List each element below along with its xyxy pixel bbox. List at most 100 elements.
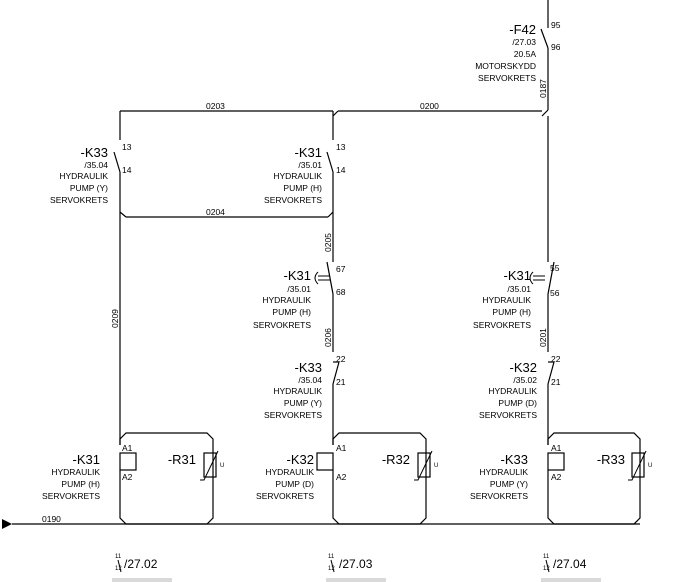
contact-arm	[113, 151, 121, 173]
contact-arm	[326, 261, 334, 295]
label-0205: 0205	[323, 233, 333, 252]
contact-line3: SERVOKRETS	[473, 320, 531, 330]
contact-line3: SERVOKRETS	[264, 410, 322, 420]
coil-frame	[119, 432, 214, 525]
contact-ref: /35.04	[298, 375, 322, 385]
xref-cut-bar	[112, 578, 172, 582]
xref-pin1: 11	[115, 554, 122, 560]
contact-pin2: 56	[550, 288, 560, 298]
coil-line1: HYDRAULIK	[51, 467, 100, 477]
contact-line2: PUMP (H)	[283, 183, 322, 193]
varistor-slash	[414, 450, 433, 481]
wire-0204-bend-right	[327, 211, 334, 218]
delay-symbol	[314, 271, 330, 285]
varistor-u: U	[220, 463, 224, 469]
varistor-u: U	[648, 463, 652, 469]
xref-k33[interactable]: 11 12 /27.04	[541, 554, 601, 582]
xref-k32[interactable]: 11 12 /27.03	[326, 554, 386, 582]
coil-k31-block: A1 A2 -K31 HYDRAULIK PUMP (H) SERVOKRETS…	[42, 432, 224, 525]
coil-line3: SERVOKRETS	[42, 491, 100, 501]
contact-pin2: 68	[336, 287, 346, 297]
contact-ref: /35.01	[287, 284, 311, 294]
label-0201: 0201	[538, 328, 548, 347]
contact-tag: -K33	[81, 145, 108, 160]
contact-k33-22-21: -K33 /35.04 HYDRAULIK PUMP (Y) SERVOKRET…	[264, 354, 346, 420]
coil-line3: SERVOKRETS	[470, 491, 528, 501]
wiring	[2, 0, 640, 529]
varistor-slash	[628, 450, 647, 481]
contact-ref: /35.01	[298, 160, 322, 170]
contact-line1: HYDRAULIK	[59, 171, 108, 181]
contact-line3: SERVOKRETS	[479, 410, 537, 420]
wire-0200-bend-left	[332, 110, 339, 117]
coil-a2: A2	[551, 472, 562, 482]
coil-tag: -K31	[73, 452, 100, 467]
xref-ref: /27.03	[339, 557, 373, 571]
resistor-tag: -R31	[168, 452, 196, 467]
xref-cut-bar	[541, 578, 601, 582]
fuse-switch-arm	[540, 28, 549, 49]
contact-pin2: 14	[336, 165, 346, 175]
contact-pin2: 21	[551, 377, 561, 387]
contact-ref: /35.02	[513, 375, 537, 385]
contact-pin2: 21	[336, 377, 346, 387]
xref-k31[interactable]: 11 12 /27.02	[112, 554, 172, 582]
label-0190: 0190	[42, 514, 61, 524]
xref-contact-symbol	[330, 559, 335, 573]
fuse-line1: MOTORSKYDD	[475, 61, 536, 71]
contact-tag: -K31	[284, 268, 311, 283]
wire-arrow	[2, 519, 12, 529]
coil-frame	[332, 432, 427, 525]
coil-frame	[547, 432, 641, 525]
contact-line1: HYDRAULIK	[273, 386, 322, 396]
varistor-r31	[203, 452, 217, 478]
label-0187: 0187	[538, 79, 548, 98]
xref-contact-symbol	[117, 559, 122, 573]
contact-line1: HYDRAULIK	[488, 386, 537, 396]
coil-a1: A1	[122, 443, 133, 453]
contact-ref: /35.01	[507, 284, 531, 294]
coil-k32	[316, 452, 334, 471]
varistor-r33	[631, 452, 645, 478]
fuse-tag: -F42	[509, 22, 536, 37]
fuse-f42: -F42 /27.03 20.5A MOTORSKYDD SERVOKRETS …	[475, 20, 561, 83]
coil-k31	[119, 452, 137, 471]
contact-tag: -K33	[295, 360, 322, 375]
varistor-r32	[417, 452, 431, 478]
contact-line2: PUMP (H)	[492, 307, 531, 317]
fuse-ref: /27.03	[512, 37, 536, 47]
contact-line2: PUMP (Y)	[284, 398, 322, 408]
contact-line2: PUMP (H)	[272, 307, 311, 317]
contact-line3: SERVOKRETS	[264, 195, 322, 205]
xref-cut-bar	[326, 578, 386, 582]
contact-arm	[547, 261, 555, 295]
coil-line3: SERVOKRETS	[256, 491, 314, 501]
coil-tag: -K33	[501, 452, 528, 467]
contact-tag: -K31	[295, 145, 322, 160]
contact-line3: SERVOKRETS	[253, 320, 311, 330]
coil-k32-block: A1 A2 -K32 HYDRAULIK PUMP (D) SERVOKRETS…	[256, 432, 438, 525]
coil-a1: A1	[551, 443, 562, 453]
label-0209: 0209	[110, 309, 120, 328]
label-0200: 0200	[420, 101, 439, 111]
contact-pin1: 55	[550, 263, 560, 273]
wire-0200-bend	[541, 109, 549, 117]
resistor-tag: -R33	[597, 452, 625, 467]
contact-pin1: 13	[336, 142, 346, 152]
fuse-pin-top: 95	[551, 20, 561, 30]
xref-pin2: 12	[543, 566, 550, 572]
contact-pin1: 67	[336, 264, 346, 274]
delay-symbol	[529, 271, 545, 285]
fuse-line2: SERVOKRETS	[478, 73, 536, 83]
contact-arm	[332, 361, 340, 385]
xref-pin1: 11	[328, 554, 335, 560]
contact-line2: PUMP (Y)	[70, 183, 108, 193]
wire-0204-bend-left	[119, 211, 127, 218]
coil-k33-block: A1 A2 -K33 HYDRAULIK PUMP (Y) SERVOKRETS…	[470, 432, 652, 525]
contact-pin2: 14	[122, 165, 132, 175]
contact-pin1: 22	[551, 354, 561, 364]
contact-pin1: 22	[336, 354, 346, 364]
wire-labels: 0203 0200 0204 0190 0205 0206 0209 0201 …	[42, 79, 548, 524]
contact-k31-55-56: -K31 /35.01 HYDRAULIK PUMP (H) SERVOKRET…	[473, 261, 560, 330]
coil-a2: A2	[336, 472, 347, 482]
